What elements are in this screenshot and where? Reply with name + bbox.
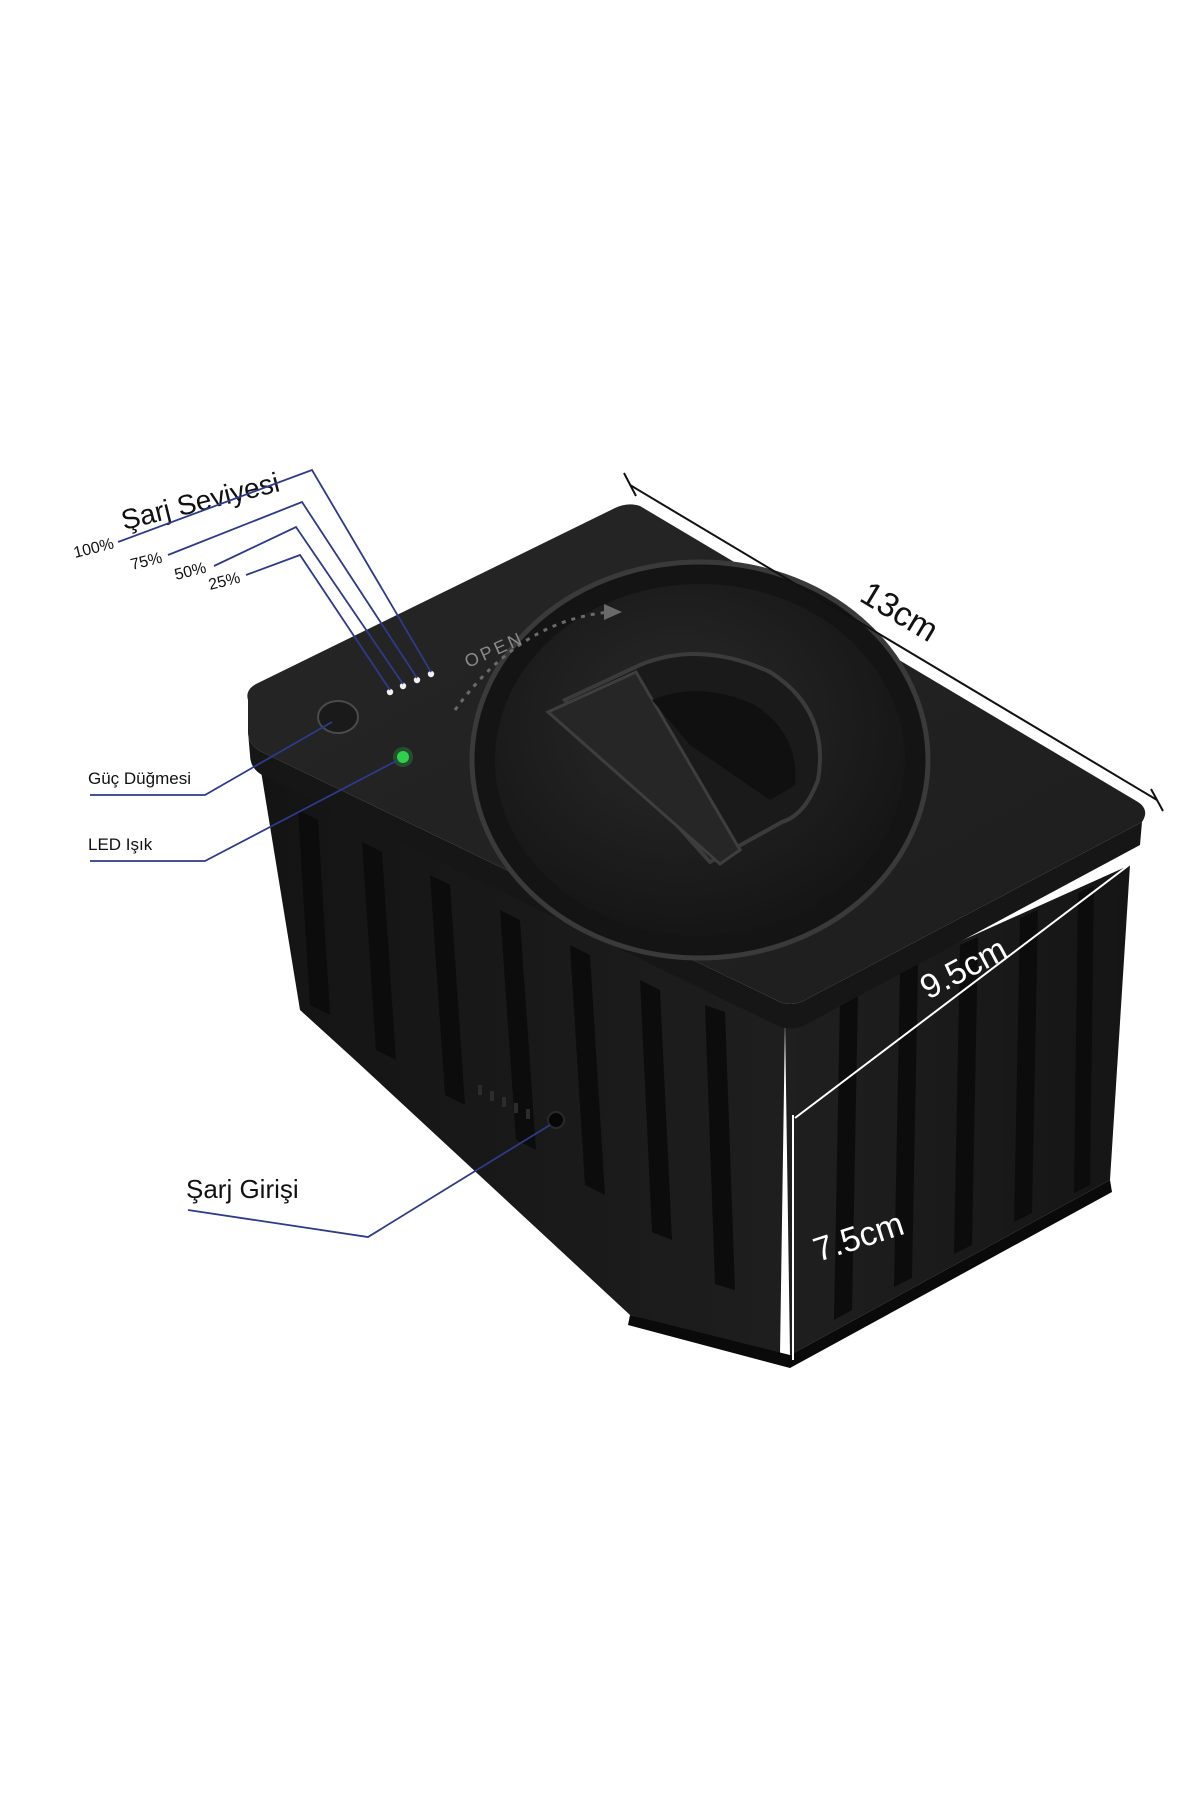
leader-25 bbox=[245, 553, 391, 691]
charge-level-title: Şarj Seviyesi bbox=[118, 467, 283, 536]
label-75: 75% bbox=[129, 550, 164, 574]
led-50 bbox=[413, 676, 421, 684]
led-75 bbox=[399, 682, 407, 690]
led-light-glow bbox=[393, 747, 413, 767]
led-light-leader bbox=[90, 759, 399, 862]
length-tick-start bbox=[623, 472, 637, 497]
label-25: 25% bbox=[207, 570, 242, 594]
open-arrow-arc bbox=[453, 610, 611, 711]
length-dim-line bbox=[629, 484, 1158, 801]
left-ribs bbox=[298, 810, 735, 1290]
device-lid-edge bbox=[248, 732, 1142, 1029]
width-dim-line bbox=[794, 861, 1134, 1119]
led-light-label: LED Işık bbox=[88, 835, 153, 854]
leader-100 bbox=[117, 468, 432, 673]
power-button[interactable] bbox=[317, 700, 359, 734]
cap-grip-hollow bbox=[652, 691, 796, 800]
power-button-label: Güç Düğmesi bbox=[88, 769, 191, 788]
led-25 bbox=[427, 670, 435, 678]
power-button-callout: Güç Düğmesi bbox=[88, 721, 333, 796]
charge-input-port[interactable] bbox=[547, 1111, 565, 1129]
device-body: OPEN bbox=[247, 504, 1146, 1368]
label-100: 100% bbox=[72, 535, 116, 561]
cap-grip-bar bbox=[545, 670, 742, 866]
leader-75 bbox=[167, 500, 418, 679]
open-arrow-icon bbox=[604, 604, 622, 620]
led-light bbox=[397, 751, 409, 763]
led-100 bbox=[386, 688, 394, 696]
power-button-leader bbox=[90, 721, 333, 796]
label-50: 50% bbox=[173, 560, 208, 584]
charge-level-leds bbox=[386, 670, 435, 696]
led-light-callout: LED Işık bbox=[88, 759, 399, 862]
charge-input-label: Şarj Girişi bbox=[186, 1174, 299, 1204]
charge-input-leader bbox=[187, 1124, 551, 1238]
port-grille bbox=[478, 1085, 530, 1119]
length-tick-end bbox=[1150, 788, 1164, 812]
charge-input-callout: Şarj Girişi bbox=[186, 1124, 551, 1238]
leader-50 bbox=[213, 525, 404, 685]
